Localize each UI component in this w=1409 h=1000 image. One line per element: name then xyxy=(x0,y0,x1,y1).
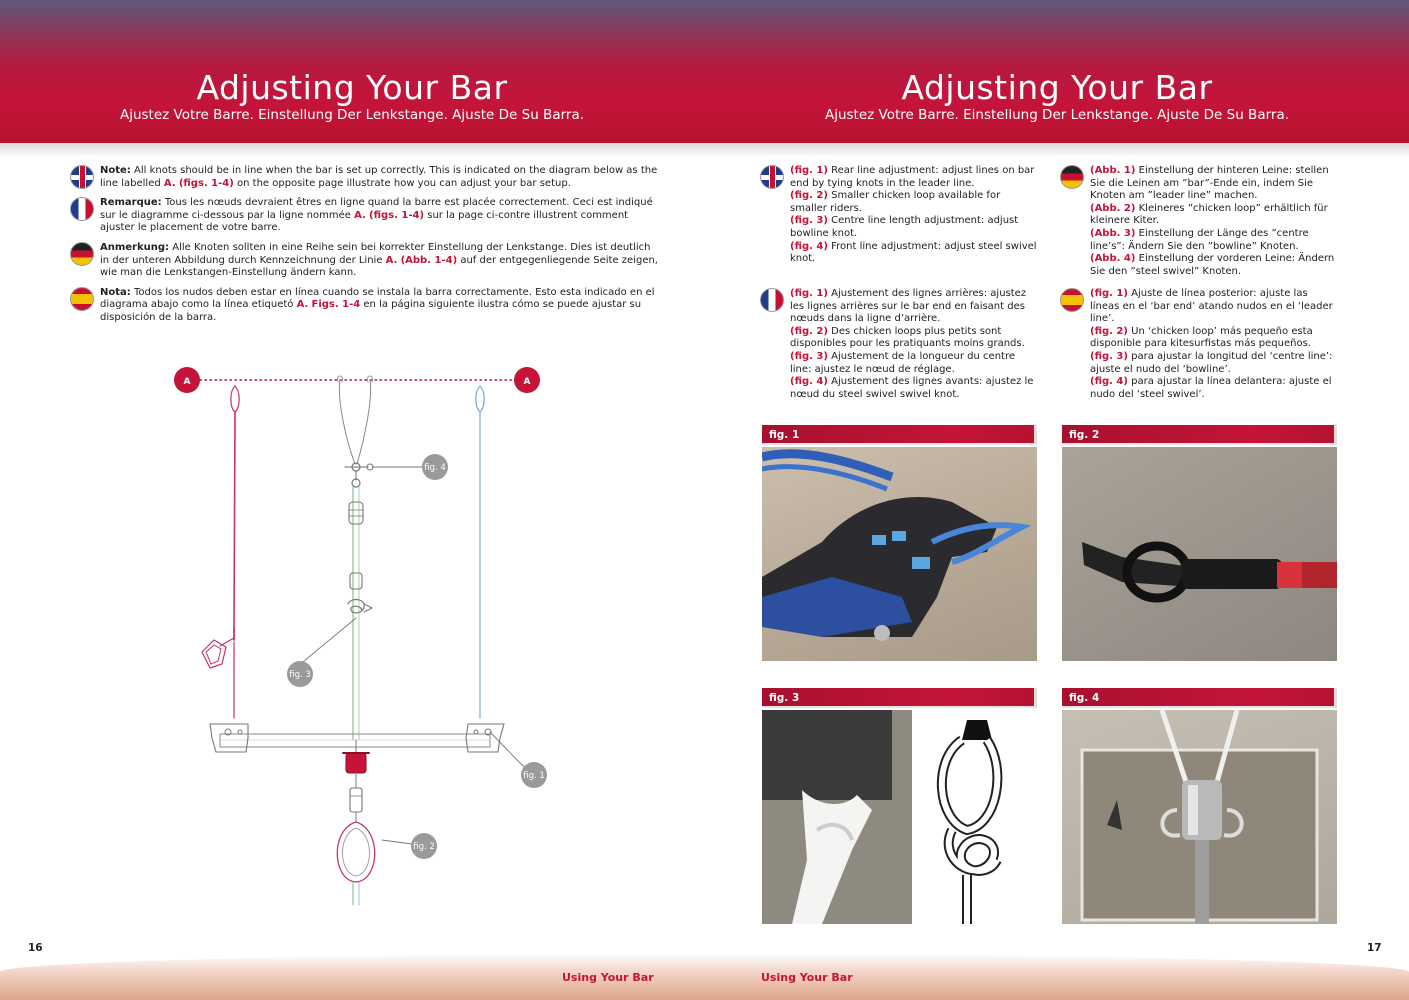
note-spanish: Nota: Todos los nudos deben estar en lín… xyxy=(70,286,660,325)
figs-ref: (figs. 1-4) xyxy=(369,209,425,221)
footer-band xyxy=(0,954,1409,1000)
instructions-spanish: (fig. 1) Ajuste de línea posterior: ajus… xyxy=(1060,288,1338,401)
page-number-right: 17 xyxy=(1367,942,1382,954)
germany-flag-icon xyxy=(70,241,94,266)
note-english: Note: All knots should be in line when t… xyxy=(70,165,660,190)
bar-end-right xyxy=(465,723,505,753)
figs-ref: Figs. 1-4 xyxy=(311,299,361,311)
rear-line-loop-left xyxy=(230,385,240,413)
header-banner xyxy=(0,0,1409,157)
marker-a-label: A xyxy=(524,377,531,387)
fig-caption: fig. 1 xyxy=(762,425,1037,445)
callout-fig-3: fig. 3 xyxy=(287,661,313,687)
note-body: en la página siguiente ilustra cómo se p… xyxy=(100,299,642,323)
note-body: on the opposite page illustrate how you … xyxy=(237,177,571,189)
fig-caption: fig. 3 xyxy=(762,688,1037,708)
note-body: Todos los nudos deben estar en línea cua… xyxy=(100,286,655,311)
spain-flag-icon xyxy=(1060,288,1084,312)
note-label: Note: xyxy=(100,165,131,176)
line-a-ref: A. xyxy=(385,254,398,266)
left-title-block: Adjusting Your Bar Ajustez Votre Barre. … xyxy=(0,70,704,124)
instructions-german: (Abb. 1) Einstellung der hinteren Leine:… xyxy=(1060,165,1338,278)
marker-a-right: A xyxy=(514,367,540,393)
instructions-english: (fig. 1) Rear line adjustment: adjust li… xyxy=(760,165,1038,266)
right-title-block: Adjusting Your Bar Ajustez Votre Barre. … xyxy=(705,70,1409,124)
page-number-left: 16 xyxy=(28,942,43,954)
control-bar xyxy=(219,733,491,748)
photo-fig-2: fig. 2 xyxy=(1062,425,1337,661)
fig-caption: fig. 2 xyxy=(1062,425,1337,445)
steel-swivel-photo xyxy=(1062,710,1337,924)
photo-fig-3: fig. 3 xyxy=(762,688,1037,924)
footer-section-left: Using Your Bar xyxy=(562,971,654,984)
note-french: Remarque: Tous les nœuds devraient êtres… xyxy=(70,197,660,235)
leash-clip-icon xyxy=(201,639,227,669)
bar-end-left xyxy=(209,723,249,753)
photo-fig-1: fig. 1 xyxy=(762,425,1037,661)
note-body: All knots should be in line when the bar… xyxy=(100,165,658,189)
callout-fig-4: fig. 4 xyxy=(422,454,448,480)
note-german: Anmerkung: Alle Knoten sollten in eine R… xyxy=(70,241,660,280)
note-body: auf der entgegenliegende Seite zeigen, w… xyxy=(100,254,658,279)
callout-label: fig. 3 xyxy=(289,670,311,680)
spain-flag-icon xyxy=(70,286,94,311)
depower-stopper-red xyxy=(345,752,367,774)
france-flag-icon xyxy=(760,288,784,312)
page-subtitle: Ajustez Votre Barre. Einstellung Der Len… xyxy=(119,107,585,123)
callout-fig-1: fig. 1 xyxy=(521,762,547,788)
bowline-knot-photo xyxy=(762,710,1037,924)
line-a-ref: A. xyxy=(163,177,176,189)
marker-a-left: A xyxy=(174,367,200,393)
bowline-knot-icon xyxy=(347,598,365,614)
figs-ref: (Abb. 1-4) xyxy=(400,254,458,266)
bar-setup-diagram: A A fig. 4 fig. 3 fig. 1 fig. 2 xyxy=(174,367,547,906)
uk-flag-icon xyxy=(760,165,784,189)
line-a-ref: A. xyxy=(354,209,366,221)
figs-ref: (figs. 1-4) xyxy=(178,177,234,189)
footer-section-right: Using Your Bar xyxy=(761,971,853,984)
note-body: Alle Knoten sollten in eine Reihe sein b… xyxy=(100,241,651,266)
callout-label: fig. 4 xyxy=(424,463,446,473)
marker-a-label: A xyxy=(184,377,191,387)
callout-fig-2: fig. 2 xyxy=(411,833,437,859)
photo-fig-4: fig. 4 xyxy=(1062,688,1337,924)
uk-flag-icon xyxy=(70,165,94,189)
note-label: Nota: xyxy=(100,286,131,298)
note-body: sur la page ci-contre illustrent comment… xyxy=(100,209,629,234)
instructions-french: (fig. 1) Ajustement des lignes arrières:… xyxy=(760,288,1038,401)
page-title: Adjusting Your Bar xyxy=(901,68,1213,107)
callout-label: fig. 2 xyxy=(413,842,435,852)
page-subtitle: Ajustez Votre Barre. Einstellung Der Len… xyxy=(824,107,1290,123)
note-body: Tous les nœuds devraient êtres en ligne … xyxy=(100,197,653,221)
france-flag-icon xyxy=(70,197,94,222)
note-label: Anmerkung: xyxy=(100,241,170,253)
rear-line-loop-right xyxy=(475,385,485,413)
notes-list: Note: All knots should be in line when t… xyxy=(70,165,660,332)
page-title: Adjusting Your Bar xyxy=(196,68,508,107)
fig-caption: fig. 4 xyxy=(1062,688,1337,708)
chicken-loop-icon xyxy=(336,821,376,883)
germany-flag-icon xyxy=(1060,165,1084,189)
bar-end-photo xyxy=(762,447,1037,661)
line-a-ref: A. xyxy=(296,299,309,311)
callout-label: fig. 1 xyxy=(523,771,545,781)
chicken-loop-photo xyxy=(1062,447,1337,661)
note-label: Remarque: xyxy=(100,197,162,209)
